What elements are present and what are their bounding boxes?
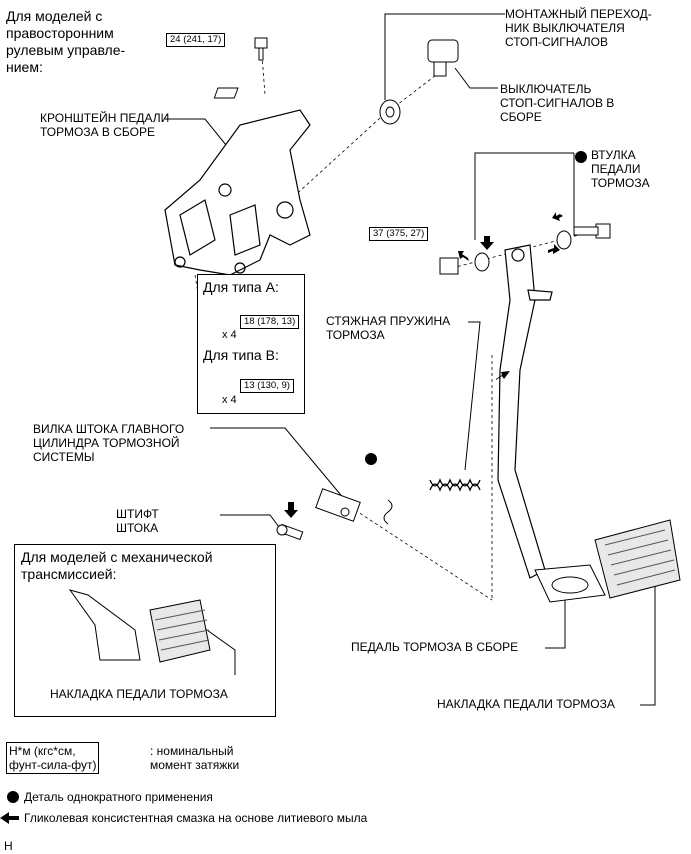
leader-bracket <box>165 118 231 151</box>
dash-bolt <box>261 54 266 96</box>
brake-pedal-arm <box>497 244 553 579</box>
label-stop-switch: ВЫКЛЮЧАТЕЛЬ СТОП-СИГНАЛОВ В СБОРЕ <box>500 82 615 124</box>
pivot-bolt <box>573 223 611 239</box>
non-reusable-marker-bushing <box>575 151 587 163</box>
pedal-bracket <box>164 109 311 276</box>
leader-spring <box>464 321 481 471</box>
leader-switch <box>454 67 498 89</box>
label-type-b: Для типа В: <box>203 347 279 363</box>
leader-clevis <box>210 427 346 501</box>
mt-pedal-pad <box>149 599 211 663</box>
label-pedal-bushing: ВТУЛКА ПЕДАЛИ ТОРМОЗА <box>591 148 650 190</box>
torque-type-b: 13 (130, 9) <box>240 379 294 393</box>
torque-type-a: 18 (178, 13) <box>240 315 300 329</box>
torque-bracket-bolt: 24 (241, 17) <box>166 33 226 47</box>
mt-pedal-left <box>68 589 141 661</box>
figure-code: H <box>4 839 13 853</box>
bushing-left <box>474 252 490 272</box>
legend-non-reusable: Деталь однократного применения <box>24 790 213 804</box>
label-pedal-bracket: КРОНШТЕЙН ПЕДАЛИ ТОРМОЗА В СБОРЕ <box>40 111 170 139</box>
bushing-right <box>556 230 572 250</box>
grease-legend-icon <box>0 812 19 824</box>
non-reusable-marker-clip <box>365 453 377 465</box>
push-rod-clevis <box>315 488 361 522</box>
mt-models-box: Для моделей с механической трансмиссией:… <box>14 544 276 717</box>
label-rhd-models: Для моделей с правосторонним рулевым упр… <box>6 8 126 75</box>
label-x4-b: x 4 <box>222 394 237 406</box>
leader-bushing <box>474 152 574 240</box>
legend-torque-desc: : номинальный момент затяжки <box>150 744 240 772</box>
label-x4-a: x 4 <box>222 329 237 341</box>
dash-clevis-pedal <box>354 509 493 601</box>
non-reusable-legend-icon <box>7 791 19 803</box>
stop-switch <box>427 39 459 77</box>
label-switch-adapter: МОНТАЖНЫЙ ПЕРЕХОД- НИК ВЫКЛЮЧАТЕЛЯ СТОП-… <box>505 7 652 49</box>
clip <box>383 499 393 525</box>
torque-pivot-nut: 37 (375, 27) <box>369 227 429 241</box>
label-mt-models: Для моделей с механической трансмиссией: <box>21 549 213 582</box>
brake-pedal-foot <box>534 564 606 603</box>
legend-torque-units: Н*м (кгс*см, фунт-сила-фут) <box>6 742 100 774</box>
leader-adapter <box>384 13 505 100</box>
label-push-rod-clevis: ВИЛКА ШТОКА ГЛАВНОГО ЦИЛИНДРА ТОРМОЗНОЙ … <box>33 422 185 464</box>
legend-grease: Гликолевая консистентная смазка на основ… <box>24 811 368 825</box>
dash-adapter <box>289 117 381 201</box>
leader-pin <box>220 514 286 536</box>
grease-arrows <box>0 212 563 824</box>
leader-mt-pad <box>199 624 236 675</box>
label-pedal-pad: НАКЛАДКА ПЕДАЛИ ТОРМОЗА <box>437 697 615 711</box>
label-return-spring: СТЯЖНАЯ ПРУЖИНА ТОРМОЗА <box>326 314 451 342</box>
bracket-nut <box>213 87 239 99</box>
switch-adapter <box>379 99 401 125</box>
dash-switch <box>392 71 441 109</box>
pivot-nut <box>439 257 459 275</box>
pedal-pad <box>594 519 681 599</box>
label-push-rod-pin: ШТИФТ ШТОКА <box>116 507 159 535</box>
label-pedal-assy: ПЕДАЛЬ ТОРМОЗА В СБОРЕ <box>351 640 519 654</box>
push-rod-pin <box>276 523 304 541</box>
bracket-bolt <box>254 37 268 61</box>
label-type-a: Для типа А: <box>203 279 279 295</box>
return-spring <box>429 478 481 492</box>
leader-pedal-pad <box>640 570 656 706</box>
type-ab-box: Для типа А: 18 (178, 13) x 4 Для типа В:… <box>197 274 305 414</box>
label-pedal-pad-mt: НАКЛАДКА ПЕДАЛИ ТОРМОЗА <box>50 687 228 701</box>
leader-pedal-assy <box>545 580 566 649</box>
